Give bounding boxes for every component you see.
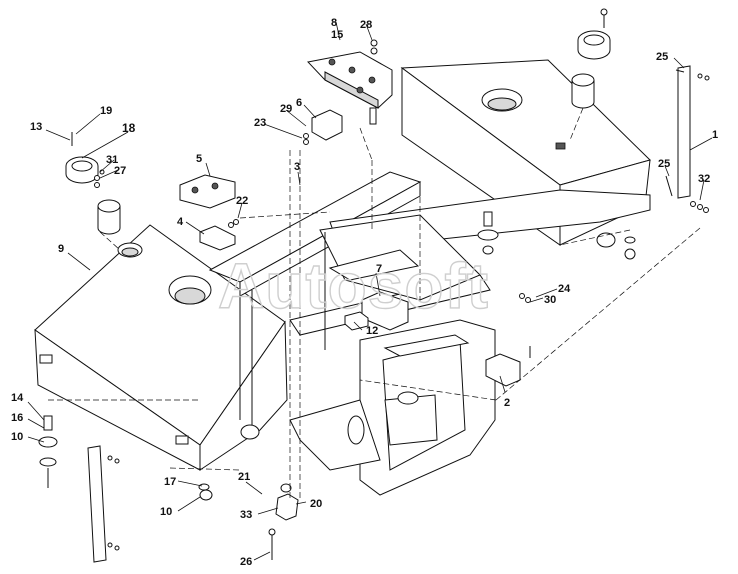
callout-25-top: 25 (656, 51, 668, 63)
callout-15: 15 (331, 29, 343, 41)
valve-4 (199, 225, 236, 251)
bracket-10-lower (199, 489, 213, 501)
leader-lines (27, 21, 713, 561)
callout-4: 4 (177, 216, 184, 228)
valve-5 (179, 174, 236, 209)
level-gauge-right (677, 65, 691, 199)
callout-12: 12 (366, 325, 378, 337)
callout-labels: 1 2 3 4 5 6 7 8 9 10 10 12 13 14 15 16 1… (11, 17, 718, 568)
callout-13: 13 (30, 121, 42, 133)
callout-28: 28 (360, 19, 372, 31)
filter-strainer-right (571, 73, 595, 109)
callout-3: 3 (294, 161, 300, 173)
callout-22: 22 (236, 195, 248, 207)
valve-6 (311, 109, 343, 141)
callout-2: 2 (504, 397, 510, 409)
fuel-cap-right (577, 30, 611, 60)
callout-25-mid: 25 (658, 158, 670, 170)
callout-14: 14 (11, 392, 24, 404)
callout-7: 7 (376, 263, 382, 275)
left-fuel-tank (34, 224, 288, 471)
callout-6: 6 (296, 97, 302, 109)
valve-block-8 (307, 51, 393, 125)
callout-17: 17 (164, 476, 176, 488)
callout-23: 23 (254, 117, 266, 129)
callout-20: 20 (310, 498, 322, 510)
callout-27: 27 (114, 165, 126, 177)
fasteners (38, 8, 710, 560)
callout-16: 16 (11, 412, 23, 424)
callout-10-lower: 10 (160, 506, 172, 518)
level-gauge-left (87, 445, 107, 563)
callout-18: 18 (122, 121, 136, 135)
callout-26: 26 (240, 556, 252, 568)
filter-strainer-left (97, 199, 121, 235)
callout-10-left: 10 (11, 431, 23, 443)
watermark-text: Autosoft (218, 250, 489, 322)
fitting-20 (275, 483, 299, 521)
callout-5: 5 (196, 153, 202, 165)
valve-12 (344, 291, 409, 331)
callout-31: 31 (106, 154, 118, 166)
callout-8: 8 (331, 17, 337, 29)
callout-30: 30 (544, 294, 556, 306)
callout-33: 33 (240, 509, 252, 521)
callout-21: 21 (238, 471, 250, 483)
callout-9: 9 (58, 243, 64, 255)
reference-lines (48, 107, 701, 500)
callout-29: 29 (280, 103, 292, 115)
callout-24: 24 (558, 283, 571, 295)
chassis-frame (208, 171, 651, 496)
fuel-cap-18 (65, 156, 99, 184)
callout-1: 1 (712, 129, 718, 141)
callout-19: 19 (100, 105, 112, 117)
callout-32: 32 (698, 173, 710, 185)
